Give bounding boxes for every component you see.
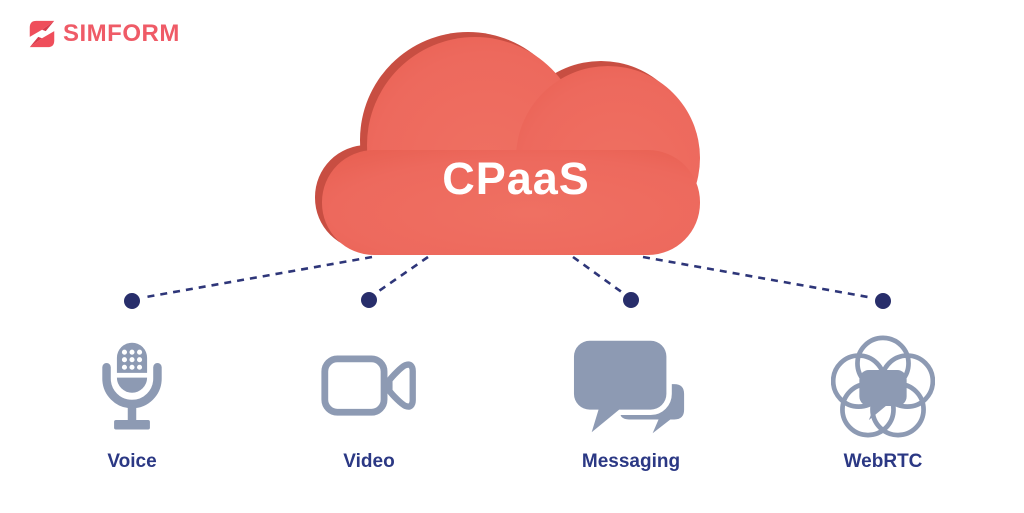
connector-dot-video bbox=[361, 292, 377, 308]
webrtc-icon-area bbox=[798, 332, 968, 444]
node-voice: Voice bbox=[47, 332, 217, 471]
messaging-icon-area bbox=[546, 332, 716, 444]
connector-line-webrtc bbox=[642, 255, 869, 299]
connector-line-voice bbox=[145, 255, 373, 299]
simform-s-ribbon-icon bbox=[29, 20, 55, 48]
connector-line-messaging bbox=[572, 255, 624, 295]
cpaas-cloud-shape bbox=[322, 37, 700, 255]
node-label-voice: Voice bbox=[107, 451, 157, 472]
brand-name: SIMFORM bbox=[63, 20, 180, 47]
node-webrtc: WebRTC bbox=[798, 332, 968, 471]
cloud-label: CPaaS bbox=[442, 153, 590, 204]
node-label-messaging: Messaging bbox=[581, 451, 681, 472]
chat-bubbles-icon bbox=[572, 338, 685, 438]
connector-line-video bbox=[375, 255, 429, 295]
webrtc-flower-icon bbox=[831, 335, 935, 438]
node-label-video: Video bbox=[343, 451, 395, 472]
connector-dot-messaging bbox=[623, 292, 639, 308]
video-icon-area bbox=[284, 332, 454, 444]
connector-dot-webrtc bbox=[875, 293, 891, 309]
voice-icon-area bbox=[47, 332, 217, 444]
connector-dot-voice bbox=[124, 293, 140, 309]
node-label-webrtc: WebRTC bbox=[843, 451, 923, 472]
node-messaging: Messaging bbox=[546, 332, 716, 471]
node-video: Video bbox=[284, 332, 454, 471]
brand-logo: SIMFORM bbox=[26, 18, 180, 50]
microphone-icon bbox=[102, 342, 162, 430]
video-camera-icon bbox=[321, 355, 416, 416]
